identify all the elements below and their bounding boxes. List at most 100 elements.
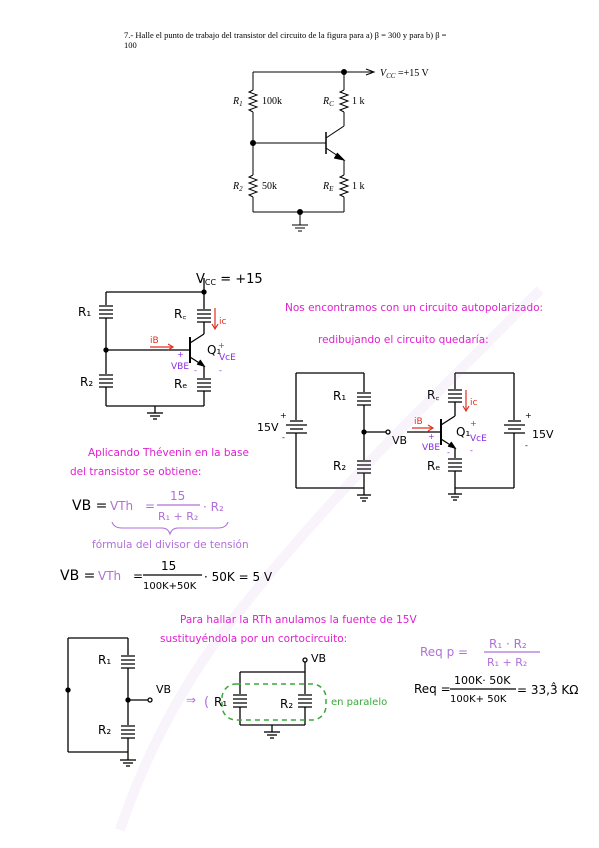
hw2-q1: Q₁ [456, 425, 470, 439]
svg-text:VB: VB [311, 652, 326, 665]
problem-statement: 7.- Halle el punto de trabajo del transi… [124, 30, 504, 50]
svg-text:VB: VB [156, 683, 171, 696]
ic-label: ic [219, 317, 227, 327]
arrow-to-parallel: ⇒ ( [186, 693, 209, 710]
svg-text:Para hallar la RTh anulamos la: Para hallar la RTh anulamos la fuente de… [180, 614, 417, 626]
svg-text:-: - [525, 441, 528, 450]
svg-text:15: 15 [161, 559, 176, 573]
svg-text:-: - [447, 448, 450, 457]
svg-text:R₁: R₁ [214, 695, 227, 709]
handwritten-circuit-3-labels: R₁ R₂ VB [98, 653, 171, 737]
svg-text:R₁: R₁ [98, 653, 111, 667]
r1-value: 100k [262, 96, 282, 107]
svg-text:redibujando el circuito quedar: redibujando el circuito quedaría: [318, 334, 489, 346]
svg-text:iB: iB [414, 417, 423, 427]
svg-text:VB =: VB = [72, 498, 107, 514]
handwritten-circuit-3 [65, 637, 153, 767]
svg-text:R₂: R₂ [98, 723, 111, 737]
problem-line-1: 7.- Halle el punto de trabajo del transi… [124, 30, 447, 40]
hw2-r2: R₂ [333, 459, 346, 473]
svg-text:VTh: VTh [98, 569, 121, 583]
source-15v-left: 15V [257, 421, 279, 434]
hw-rc: R꜀ [174, 307, 187, 321]
svg-text:=: = [133, 569, 143, 583]
svg-text:sustituyéndola por un cortocir: sustituyéndola por un cortocircuito: [160, 633, 347, 645]
svg-text:15: 15 [170, 489, 185, 503]
hw2-r1: R₁ [333, 389, 346, 403]
hw-r1: R₁ [78, 305, 91, 319]
req-formula: Req p = R₁ · R₂ R₁ + R₂ [420, 637, 540, 669]
hw-r2: R₂ [80, 375, 93, 389]
svg-text:R₁ + R₂: R₁ + R₂ [487, 656, 527, 669]
svg-text:VB =: VB = [60, 568, 95, 584]
vb-numeric: VB = VTh = 15 100K+50K · 50K = 5 V [60, 559, 273, 592]
svg-text:R₁ · R₂: R₁ · R₂ [489, 637, 527, 651]
divisor-note: fórmula del divisor de tensión [92, 539, 249, 551]
svg-text:ic: ic [470, 398, 478, 408]
svg-text:R₁ + R₂: R₁ + R₂ [158, 510, 198, 523]
svg-text:100K+50K: 100K+50K [143, 581, 197, 592]
svg-text:Req =: Req = [414, 682, 451, 696]
svg-text:-: - [194, 366, 197, 375]
svg-text:VTh: VTh [110, 499, 133, 513]
svg-text:Nos encontramos con un circuit: Nos encontramos con un circuito autopola… [285, 302, 543, 314]
re-value: 1 k [352, 181, 365, 192]
vb-formula: VB = VTh = 15 R₁ + R₂ · R₂ fórmula del d… [72, 489, 249, 551]
rth-note: Para hallar la RTh anulamos la fuente de… [160, 614, 417, 645]
r2-value: 50k [262, 181, 277, 192]
r1-label: R1 [232, 96, 243, 108]
handwritten-circuit-4 [233, 657, 312, 739]
svg-text:-: - [219, 366, 222, 375]
svg-text:=: = [145, 499, 155, 513]
svg-text:+: + [525, 411, 532, 420]
handwritten-circuit-1 [99, 278, 211, 420]
svg-text:VcE: VcE [470, 434, 487, 444]
vbe-label: VBE [171, 362, 189, 372]
svg-text:⇒: ⇒ [186, 693, 196, 707]
handwritten-circuit-2-annotations: iB ic + VBE - + VcE - [412, 390, 487, 457]
printed-circuit-labels: VCC =+15 V R1 100k RC 1 k R2 50k RE 1 k [232, 68, 430, 193]
hw2-vb: VB [392, 434, 407, 447]
svg-text:del transistor se obtiene:: del transistor se obtiene: [70, 466, 201, 478]
svg-text:-: - [470, 446, 473, 455]
note-autopolarizado: Nos encontramos con un circuito autopola… [285, 302, 543, 346]
vce-label: VcE [219, 353, 236, 363]
svg-text:· 50K = 5 V: · 50K = 5 V [204, 570, 273, 584]
problem-line-2: 100 [124, 40, 137, 50]
svg-text:Aplicando Thévenin en la base: Aplicando Thévenin en la base [88, 447, 249, 459]
svg-text:(: ( [204, 695, 209, 710]
svg-text:VBE: VBE [422, 443, 440, 453]
vcc-label: VCC =+15 V [380, 68, 430, 80]
svg-text:Req p =: Req p = [420, 645, 468, 659]
svg-text:+: + [428, 432, 435, 441]
r2-label: R2 [232, 181, 243, 193]
hw-q1: Q₁ [207, 343, 221, 357]
printed-circuit-figure [247, 68, 376, 232]
handwritten-circuit-1-labels: VCC = +15 R₁ R₂ R꜀ Rₑ Q₁ [78, 272, 263, 391]
rc-label: RC [322, 96, 334, 108]
handwritten-circuit-2 [286, 372, 525, 502]
svg-text:-: - [282, 433, 285, 442]
ib-label: iB [150, 336, 159, 346]
re-label: RE [322, 181, 334, 193]
parallel-highlight [221, 683, 327, 721]
handwritten-circuit-4-labels: VB R₁ R₂ [214, 652, 326, 711]
hw-re: Rₑ [174, 377, 187, 391]
svg-text:100K· 50K: 100K· 50K [454, 674, 511, 687]
svg-text:R₂: R₂ [280, 697, 293, 711]
watermark [115, 286, 544, 832]
svg-text:100K+ 50K: 100K+ 50K [450, 694, 507, 705]
svg-text:+: + [470, 419, 477, 428]
parallel-note: en paralelo [331, 697, 387, 708]
svg-text:+: + [280, 411, 287, 420]
svg-text:+: + [177, 350, 184, 359]
source-15v-right: 15V [532, 428, 554, 441]
rc-value: 1 k [352, 96, 365, 107]
thevenin-note: Aplicando Thévenin en la base del transi… [70, 447, 249, 478]
req-numeric: Req = 100K· 50K 100K+ 50K = 33,3̂ KΩ [414, 674, 578, 705]
svg-text:· R₂: · R₂ [203, 500, 224, 514]
svg-text:= 33,3̂ KΩ: = 33,3̂ KΩ [517, 681, 578, 697]
hw2-rc: R꜀ [427, 388, 440, 402]
